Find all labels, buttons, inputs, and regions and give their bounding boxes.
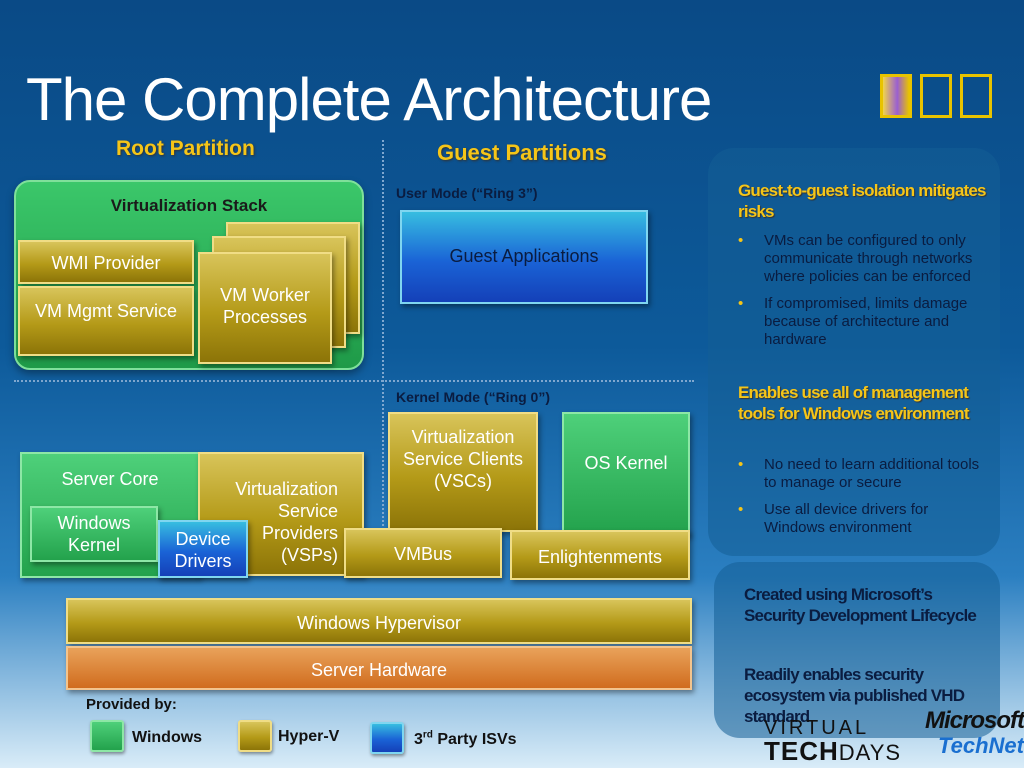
- sdl-text: Created using Microsoft’s Security Devel…: [744, 585, 977, 625]
- bullet-item: No need to learn additional tools to man…: [738, 456, 988, 492]
- decorative-logo-boxes: [880, 74, 1000, 120]
- legend-swatch-windows: [90, 720, 124, 752]
- legend-label-windows: Windows: [132, 729, 203, 746]
- microsoft-text: Microsoft: [925, 707, 1024, 734]
- legend-swatch-isv: [370, 722, 404, 754]
- guest-applications-box: Guest Applications: [400, 210, 648, 304]
- root-partition-title: Root Partition: [116, 137, 255, 160]
- vmbus-box: VMBus: [344, 528, 502, 578]
- logo-box: [880, 74, 912, 118]
- techdays-text: TECHDAYS: [764, 738, 901, 766]
- device-drivers-box: Device Drivers: [158, 520, 248, 578]
- legend-swatch-hyperv: [238, 720, 272, 752]
- windows-hypervisor-bar: Windows Hypervisor: [66, 598, 692, 644]
- user-mode-label: User Mode (“Ring 3”): [396, 185, 538, 201]
- ordinal-superscript: rd: [422, 730, 433, 741]
- legend-label-hyperv: Hyper-V: [278, 728, 340, 745]
- isolation-heading: Guest-to-guest isolation mitigates risks: [738, 181, 986, 221]
- virtualization-stack-label: Virtualization Stack: [110, 196, 268, 215]
- enlightenments-box: Enlightenments: [510, 530, 690, 580]
- partition-divider-vertical: [382, 140, 384, 570]
- kernel-mode-label: Kernel Mode (“Ring 0”): [396, 389, 551, 405]
- logo-box: [960, 74, 992, 118]
- legend-label-isv-text: 3rd Party ISVs: [414, 730, 517, 749]
- technet-text: TechNet: [938, 733, 1024, 758]
- days-text: DAYS: [838, 740, 902, 765]
- bullet-item: Use all device drivers for Windows envir…: [738, 501, 988, 537]
- virtual-techdays-logo: VIRTUAL TECHDAYS: [764, 718, 901, 766]
- page-title: The Complete Architecture: [26, 66, 712, 133]
- virtualization-service-providers-box: Virtualization Service Providers (VSPs): [198, 452, 364, 576]
- bullet-item: If compromised, limits damage because of…: [738, 295, 988, 349]
- os-kernel-box: OS Kernel: [562, 412, 690, 536]
- microsoft-technet-logo: Microsoft TechNet: [900, 708, 1024, 758]
- management-bullets: No need to learn additional tools to man…: [738, 456, 988, 546]
- windows-kernel-box: Windows Kernel: [30, 506, 158, 562]
- server-hardware-bar: Server Hardware: [66, 646, 692, 690]
- tech-text: TECH: [764, 736, 839, 766]
- virtualization-service-clients-box: Virtualization Service Clients (VSCs): [388, 412, 538, 532]
- isolation-bullets: VMs can be configured to only communicat…: [738, 232, 988, 358]
- bullet-item: VMs can be configured to only communicat…: [738, 232, 988, 286]
- management-tools-heading: Enables use all of management tools for …: [738, 383, 970, 423]
- wmi-provider-box: WMI Provider: [18, 240, 194, 284]
- logo-box: [920, 74, 952, 118]
- guest-partitions-title: Guest Partitions: [437, 140, 607, 165]
- vm-worker-processes-box: VM Worker Processes: [198, 252, 332, 364]
- vhd-standard-text: Readily enables security ecosystem via p…: [744, 665, 965, 726]
- legend-title: Provided by:: [86, 696, 177, 713]
- mode-divider-horizontal: [14, 380, 694, 382]
- vm-mgmt-service-box: VM Mgmt Service: [18, 286, 194, 356]
- security-info-panel: [714, 562, 1000, 738]
- legend-label-isv: 3rd Party ISVs: [414, 730, 517, 749]
- virtual-text: VIRTUAL: [764, 717, 870, 739]
